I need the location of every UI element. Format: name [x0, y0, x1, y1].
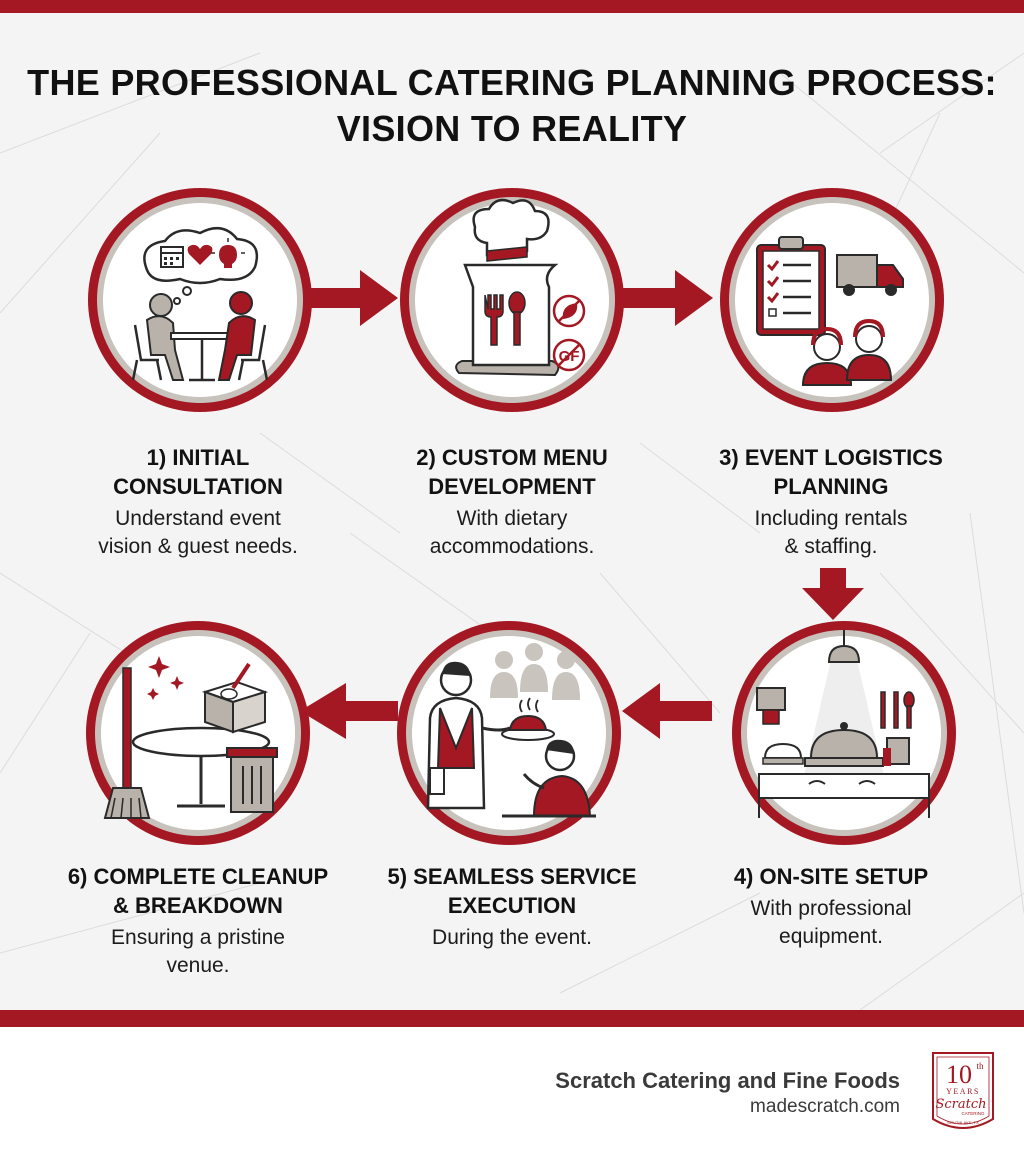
step-3-heading: 3) EVENT LOGISTICS PLANNING: [719, 445, 943, 499]
step-2-heading: 2) CUSTOM MENU DEVELOPMENT: [416, 445, 608, 499]
step-3-text: 3) EVENT LOGISTICS PLANNING Including re…: [681, 443, 981, 561]
step-4-heading: 4) ON-SITE SETUP: [733, 864, 929, 889]
service-execution-icon: [397, 621, 621, 845]
step-5-heading: 5) SEAMLESS SERVICE EXECUTION: [387, 864, 637, 918]
step-6-description: Ensuring a pristine venue.: [111, 926, 285, 977]
consultation-icon: [88, 188, 312, 412]
step-6-text: 6) COMPLETE CLEANUP & BREAKDOWN Ensuring…: [48, 862, 348, 980]
onsite-setup-icon: [732, 621, 956, 845]
step-1-description: Understand event vision & guest needs.: [98, 507, 298, 558]
menu-development-icon: GF: [400, 188, 624, 412]
footer: Scratch Catering and Fine Foods madescra…: [0, 1027, 1024, 1154]
step-5-text: 5) SEAMLESS SERVICE EXECUTION During the…: [362, 862, 662, 952]
badge-sub: CATERING: [962, 1111, 985, 1116]
brand-url[interactable]: madescratch.com: [750, 1096, 900, 1117]
logistics-icon: [720, 188, 944, 412]
badge-script: Scratch: [935, 1097, 986, 1112]
brand-name: Scratch Catering and Fine Foods: [555, 1068, 900, 1093]
step-5-description: During the event.: [432, 926, 592, 949]
step-4-text: 4) ON-SITE SETUP With professional equip…: [681, 862, 981, 951]
step-6-heading: 6) COMPLETE CLEANUP & BREAKDOWN: [67, 864, 329, 918]
badge-location: SOUTHLAKE, TX: [947, 1120, 979, 1125]
page-title: THE PROFESSIONAL CATERING PLANNING PROCE…: [0, 60, 1024, 152]
badge-years: YEARS: [946, 1087, 980, 1096]
top-accent-bar: [0, 0, 1024, 13]
step-2-text: 2) CUSTOM MENU DEVELOPMENT With dietary …: [362, 443, 662, 561]
step-3-description: Including rentals & staffing.: [754, 507, 908, 558]
step-4-description: With professional equipment.: [750, 897, 912, 948]
badge-number: 10: [946, 1060, 972, 1089]
step-1-heading: 1) INITIAL CONSULTATION: [113, 445, 283, 499]
anniversary-badge-logo: 10 th YEARS Scratch CATERING SOUTHLAKE, …: [932, 1052, 994, 1129]
bottom-accent-bar: [0, 1010, 1024, 1027]
page-title-line-1: THE PROFESSIONAL CATERING PLANNING PROCE…: [27, 62, 997, 103]
step-1-text: 1) INITIAL CONSULTATION Understand event…: [48, 443, 348, 561]
badge-number-suffix: th: [976, 1061, 984, 1071]
page-title-line-2: VISION TO REALITY: [336, 108, 688, 149]
step-2-description: With dietary accommodations.: [429, 507, 595, 558]
cleanup-icon: [86, 621, 310, 845]
